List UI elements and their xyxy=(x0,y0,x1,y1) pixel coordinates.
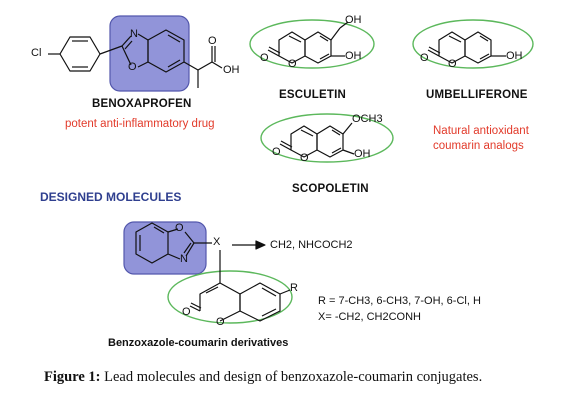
coumarin-note-line-2: coumarin analogs xyxy=(433,140,524,152)
series-name: Benzoxazole-coumarin derivatives xyxy=(108,337,289,349)
coumarin-ellipse xyxy=(167,270,293,324)
benoxaprofen-structure xyxy=(48,15,223,92)
x-linker-label: X xyxy=(213,236,221,248)
esculetin-name: ESCULETIN xyxy=(279,89,346,101)
coumarin-ellipse xyxy=(260,113,394,163)
x-values: X= -CH2, CH2CONH xyxy=(318,311,421,323)
scopoletin-name: SCOPOLETIN xyxy=(292,183,369,195)
carbonyl-oxygen-label: O xyxy=(272,146,281,158)
r-substituent-label: R xyxy=(290,282,298,294)
caption-label: Figure 1: xyxy=(44,369,101,385)
hydroxyl-label: OH xyxy=(506,50,523,62)
carbonyl-oxygen-label: O xyxy=(208,35,217,47)
carbonyl-oxygen-label: O xyxy=(420,52,429,64)
umbelliferone-name: UMBELLIFERONE xyxy=(426,89,528,101)
methoxy-label: OCH3 xyxy=(352,113,383,125)
designed-heading: DESIGNED MOLECULES xyxy=(40,190,182,204)
benzoxazole-highlight xyxy=(123,221,207,275)
coumarin-ring-oxygen: O xyxy=(216,316,225,328)
designed-molecule-structure xyxy=(123,221,293,324)
benoxaprofen-note: potent anti-inflammatory drug xyxy=(65,118,215,130)
umbelliferone-structure xyxy=(412,19,534,69)
r-values: R = 7-CH3, 6-CH3, 7-OH, 6-Cl, H xyxy=(318,295,481,307)
oxazole-oxygen-label: O xyxy=(175,222,184,234)
scopoletin-structure xyxy=(260,113,394,163)
figure-caption: Figure 1: Lead molecules and design of b… xyxy=(44,369,482,386)
coumarin-ellipse xyxy=(249,19,375,69)
hydroxyl-bottom-label: OH xyxy=(345,50,362,62)
benoxaprofen-name: BENOXAPROFEN xyxy=(92,98,192,110)
x-options-label: CH2, NHCOCH2 xyxy=(270,239,353,251)
chlorine-atom-label: Cl xyxy=(31,47,42,59)
hydroxyl-label: OH xyxy=(354,148,371,160)
ring-oxygen-label: O xyxy=(448,58,457,70)
caption-text: Lead molecules and design of benzoxazole… xyxy=(104,369,483,385)
oxazole-nitrogen-label: N xyxy=(180,253,188,265)
hydroxyl-label: OH xyxy=(223,64,240,76)
hydroxyl-top-label: OH xyxy=(345,14,362,26)
ring-oxygen-label: O xyxy=(288,58,297,70)
nitrogen-atom-label: N xyxy=(130,28,138,40)
carbonyl-oxygen-label: O xyxy=(260,52,269,64)
coumarin-note-line-1: Natural antioxidant xyxy=(433,125,529,137)
oxygen-atom-label: O xyxy=(128,61,137,73)
coumarin-ellipse xyxy=(412,19,534,69)
benzoxazole-highlight xyxy=(109,15,190,92)
coumarin-carbonyl-oxygen: O xyxy=(182,306,191,318)
esculetin-structure xyxy=(249,19,375,69)
ring-oxygen-label: O xyxy=(300,152,309,164)
